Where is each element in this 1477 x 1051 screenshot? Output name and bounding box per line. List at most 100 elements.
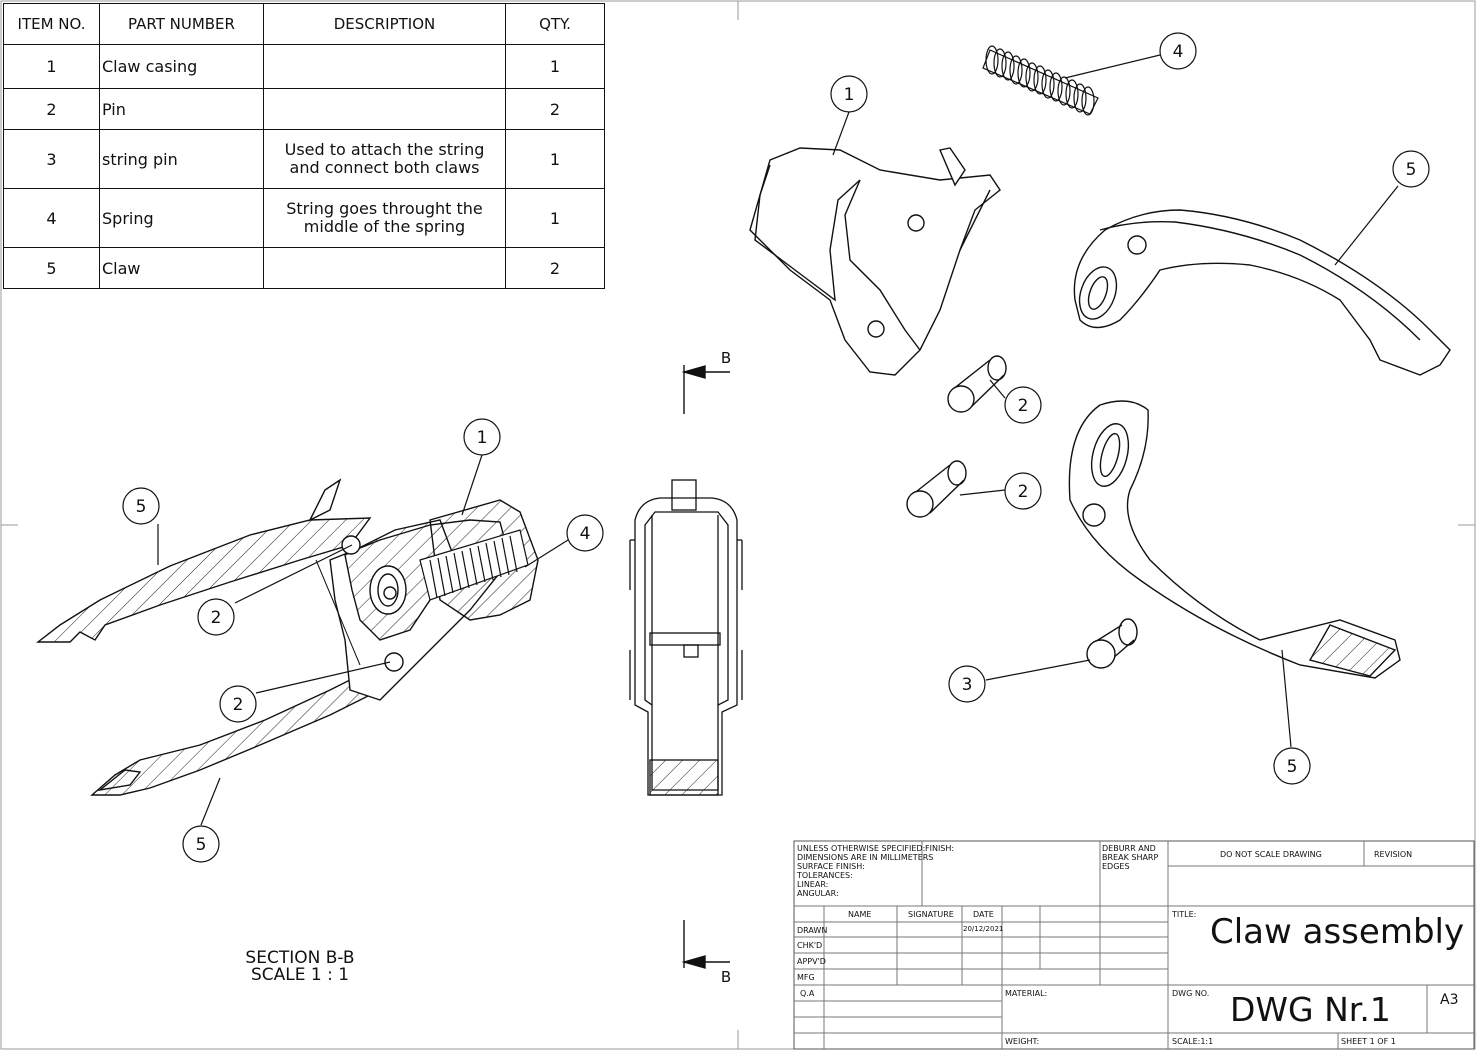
row-qa: Q.A bbox=[800, 989, 815, 998]
finish-label: FINISH: bbox=[925, 844, 955, 853]
row-mfg: MFG bbox=[797, 973, 815, 982]
row-drawn: DRAWN bbox=[797, 926, 828, 935]
exploded-balloon-text: 1 4 5 2 2 3 5 bbox=[844, 42, 1417, 777]
balloon-exploded-2a bbox=[1004, 386, 1042, 424]
row-chkd: CHK'D bbox=[797, 941, 823, 950]
section-label-title: SECTION B-B bbox=[245, 948, 355, 968]
claw-part-bottom bbox=[1068, 400, 1401, 679]
bom-header-row: ITEM NO. PART NUMBER DESCRIPTION QTY. bbox=[3, 3, 605, 45]
weight-label: WEIGHT: bbox=[1005, 1037, 1040, 1046]
balloon-text: 3 bbox=[962, 675, 973, 695]
bom-part: string pin bbox=[99, 129, 264, 189]
drawn-date: 20/12/2021 bbox=[963, 925, 1004, 933]
col-signature: SIGNATURE bbox=[908, 910, 954, 919]
dwg-no-label: DWG NO. bbox=[1172, 989, 1210, 998]
balloon-text: 4 bbox=[580, 524, 591, 544]
bom-desc: String goes throught the middle of the s… bbox=[263, 188, 506, 248]
bom-header-part: PART NUMBER bbox=[99, 3, 264, 45]
balloon-exploded-2b bbox=[1004, 472, 1042, 510]
drawing-title: Claw assembly bbox=[1210, 912, 1465, 952]
col-name: NAME bbox=[848, 910, 872, 919]
bom-part: Spring bbox=[99, 188, 264, 248]
bom-item: 1 bbox=[3, 44, 100, 89]
balloon-section-2b bbox=[219, 685, 257, 723]
bom-desc bbox=[263, 247, 506, 289]
table-row: 4 Spring String goes throught the middle… bbox=[3, 188, 605, 248]
pin-part-a bbox=[947, 355, 1007, 413]
cut-letter-bottom: B bbox=[721, 968, 731, 986]
bom-part: Pin bbox=[99, 88, 264, 130]
material-label: MATERIAL: bbox=[1005, 989, 1048, 998]
table-row: 2 Pin 2 bbox=[3, 88, 605, 130]
balloon-section-5a bbox=[122, 487, 160, 525]
do-not-scale-note: DO NOT SCALE DRAWING bbox=[1220, 850, 1322, 859]
bill-of-materials-table: ITEM NO. PART NUMBER DESCRIPTION QTY. 1 … bbox=[3, 3, 605, 289]
casing-part bbox=[749, 147, 1001, 376]
bom-desc bbox=[263, 88, 506, 130]
tolerance-notes: UNLESS OTHERWISE SPECIFIED: DIMENSIONS A… bbox=[797, 844, 934, 898]
balloon-exploded-1 bbox=[830, 75, 868, 113]
balloon-text: 2 bbox=[1018, 482, 1029, 502]
bom-part: Claw casing bbox=[99, 44, 264, 89]
balloon-text: 4 bbox=[1173, 42, 1184, 62]
balloon-section-4 bbox=[566, 514, 604, 552]
side-view bbox=[629, 479, 743, 796]
cut-letter-top: B bbox=[721, 349, 731, 367]
section-label-scale: SCALE 1 : 1 bbox=[250, 965, 350, 985]
row-apprd: APPV'D bbox=[797, 957, 826, 966]
bom-item: 2 bbox=[3, 88, 100, 130]
bom-header-desc: DESCRIPTION bbox=[263, 3, 506, 45]
balloon-text: 5 bbox=[1287, 757, 1298, 777]
balloon-exploded-5a bbox=[1392, 150, 1430, 188]
table-row: 5 Claw 2 bbox=[3, 247, 605, 289]
exploded-view bbox=[749, 45, 1451, 679]
balloon-text: 5 bbox=[136, 497, 147, 517]
balloon-text: 1 bbox=[844, 85, 855, 105]
bom-qty: 1 bbox=[505, 44, 605, 89]
balloon-section-5b bbox=[182, 825, 220, 863]
section-balloon-text: 1 5 4 2 2 5 bbox=[136, 428, 591, 855]
bom-qty: 1 bbox=[505, 129, 605, 189]
col-date: DATE bbox=[973, 910, 994, 919]
bom-desc: Used to attach the string and connect bo… bbox=[263, 129, 506, 189]
bom-header-qty: QTY. bbox=[505, 3, 605, 45]
bom-desc bbox=[263, 44, 506, 89]
balloon-exploded-3 bbox=[948, 665, 986, 703]
title-block-grid bbox=[793, 840, 1475, 1050]
balloon-exploded-4 bbox=[1159, 32, 1197, 70]
bom-item: 4 bbox=[3, 188, 100, 248]
balloon-section-2a bbox=[197, 598, 235, 636]
exploded-balloons bbox=[830, 32, 1430, 785]
claw-part-top bbox=[1073, 209, 1451, 376]
table-row: 1 Claw casing 1 bbox=[3, 44, 605, 89]
deburr-note: DEBURR AND BREAK SHARP EDGES bbox=[1102, 844, 1159, 871]
scale-label: SCALE:1:1 bbox=[1172, 1037, 1214, 1046]
spring-part bbox=[982, 45, 1099, 116]
bom-qty: 2 bbox=[505, 88, 605, 130]
bom-qty: 1 bbox=[505, 188, 605, 248]
revision-label: REVISION bbox=[1374, 850, 1413, 859]
balloon-text: 5 bbox=[1406, 160, 1417, 180]
drawing-number: DWG Nr.1 bbox=[1230, 990, 1391, 1029]
sheet-size: A3 bbox=[1440, 992, 1459, 1008]
sheet-label: SHEET 1 OF 1 bbox=[1341, 1037, 1396, 1046]
section-cut-markers bbox=[681, 365, 730, 969]
title-label: TITLE: bbox=[1172, 910, 1197, 919]
table-row: 3 string pin Used to attach the string a… bbox=[3, 129, 605, 189]
string-pin-part bbox=[1086, 618, 1138, 669]
pin-part-b bbox=[906, 460, 967, 518]
bom-part: Claw bbox=[99, 247, 264, 289]
balloon-exploded-5b bbox=[1273, 747, 1311, 785]
bom-item: 5 bbox=[3, 247, 100, 289]
balloon-text: 2 bbox=[1018, 396, 1029, 416]
section-view bbox=[35, 478, 539, 796]
section-balloons bbox=[122, 418, 604, 863]
balloon-text: 2 bbox=[233, 695, 244, 715]
balloon-text: 5 bbox=[196, 835, 207, 855]
bom-qty: 2 bbox=[505, 247, 605, 289]
bom-item: 3 bbox=[3, 129, 100, 189]
balloon-text: 1 bbox=[477, 428, 488, 448]
section-label: SECTION B-B SCALE 1 : 1 bbox=[220, 950, 380, 984]
